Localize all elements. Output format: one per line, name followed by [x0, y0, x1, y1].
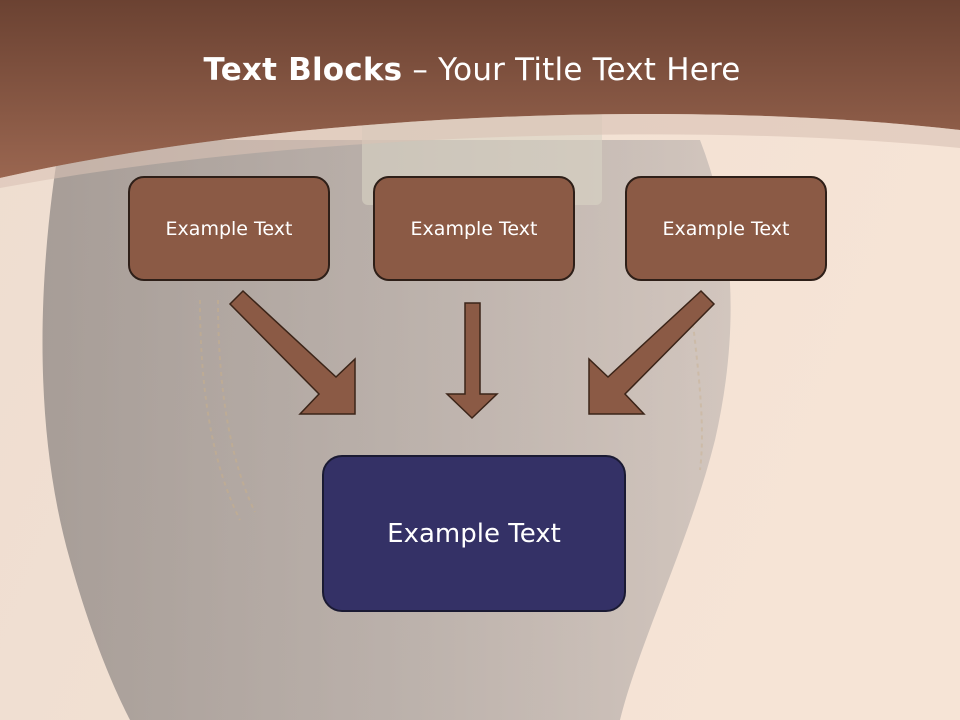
- title-rest: Your Title Text Here: [438, 52, 741, 88]
- arrow-diagonal-left: [588, 289, 716, 415]
- text-block-3-label: Example Text: [662, 217, 790, 240]
- text-block-3: Example Text: [625, 176, 827, 281]
- text-block-2-label: Example Text: [410, 217, 538, 240]
- title-bold: Text Blocks: [203, 52, 403, 88]
- slide-title: Text Blocks – Your Title Text Here: [0, 52, 944, 88]
- result-block-label: Example Text: [387, 518, 561, 549]
- text-block-2: Example Text: [373, 176, 575, 281]
- text-block-1-label: Example Text: [165, 217, 293, 240]
- jeans-stitching: [199, 299, 256, 521]
- title-separator: –: [402, 52, 439, 88]
- header-band: [0, 0, 960, 178]
- result-block: Example Text: [322, 455, 626, 612]
- arrow-diagonal-right: [228, 289, 356, 415]
- arrow-down: [445, 302, 499, 420]
- text-block-1: Example Text: [128, 176, 330, 281]
- jeans-stitching-right: [689, 299, 703, 471]
- header-swoosh: [0, 113, 960, 188]
